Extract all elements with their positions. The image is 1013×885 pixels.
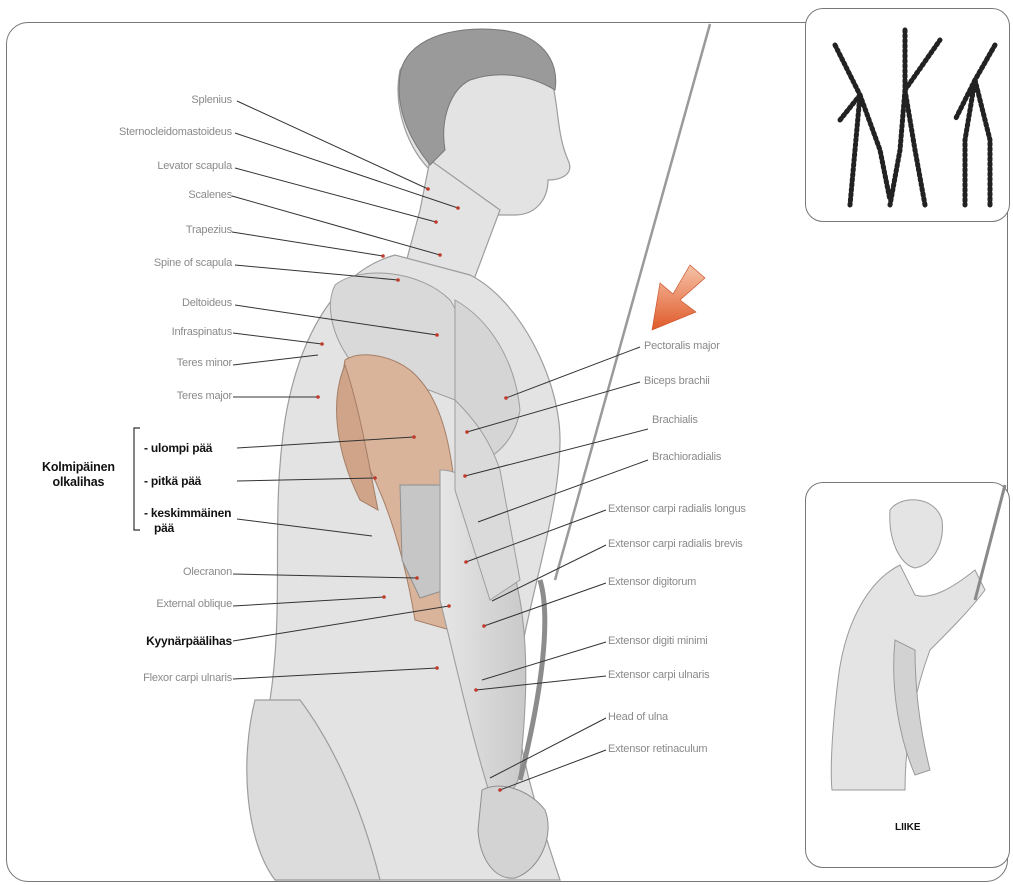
label-pitka-paa: - pitkä pää [144, 474, 201, 488]
label-splenius: Splenius [191, 94, 232, 106]
stretch-figure-2 [890, 30, 940, 205]
label-extensor-retinaculum: Extensor retinaculum [608, 743, 707, 755]
exercise-figure [831, 500, 985, 790]
group-title-line1: Kolmipäinen [42, 460, 115, 475]
label-teres-major: Teres major [177, 390, 232, 402]
label-extensor-digitorum: Extensor digitorum [608, 576, 696, 588]
label-pectoralis-major: Pectoralis major [644, 340, 720, 352]
triceps-bracket [134, 428, 140, 530]
label-ulompi-paa: - ulompi pää [144, 441, 212, 455]
label-flexor-carpi-ulnaris: Flexor carpi ulnaris [143, 672, 232, 684]
label-trapezius: Trapezius [186, 224, 232, 236]
label-levator-scapula: Levator scapula [157, 160, 232, 172]
label-infraspinatus: Infraspinatus [172, 326, 232, 338]
label-head-of-ulna: Head of ulna [608, 711, 668, 723]
direction-arrow [652, 265, 705, 330]
label-teres-minor: Teres minor [177, 357, 232, 369]
stretch-figure-3 [955, 45, 995, 205]
label-ecr-brevis: Extensor carpi radialis brevis [608, 538, 743, 550]
stretch-figure-1 [835, 45, 890, 205]
label-extensor-carpi-ulnaris: Extensor carpi ulnaris [608, 669, 709, 681]
label-sternocleidomastoideus: Sternocleidomastoideus [119, 126, 232, 138]
inset-caption-liike: LIIKE [895, 822, 921, 833]
group-title-line2: olkalihas [42, 475, 115, 490]
label-keskimmainen: - keskimmäinen [144, 506, 231, 520]
label-keskimmainen-paa: pää [154, 521, 174, 535]
label-brachialis: Brachialis [652, 414, 698, 426]
label-ecr-longus: Extensor carpi radialis longus [608, 503, 746, 515]
label-external-oblique: External oblique [156, 598, 232, 610]
label-kyynarpaalihas: Kyynärpäälihas [146, 634, 232, 648]
label-spine-of-scapula: Spine of scapula [154, 257, 232, 269]
label-extensor-digiti-minimi: Extensor digiti minimi [608, 635, 708, 647]
cable [555, 24, 710, 580]
label-scalenes: Scalenes [188, 189, 232, 201]
inset-cable [975, 485, 1005, 600]
label-deltoideus: Deltoideus [182, 297, 232, 309]
label-kolmipainen-olkalihas: Kolmipäinen olkalihas [42, 460, 115, 490]
label-olecranon: Olecranon [183, 566, 232, 578]
label-biceps-brachii: Biceps brachii [644, 375, 710, 387]
label-brachioradialis: Brachioradialis [652, 451, 721, 463]
